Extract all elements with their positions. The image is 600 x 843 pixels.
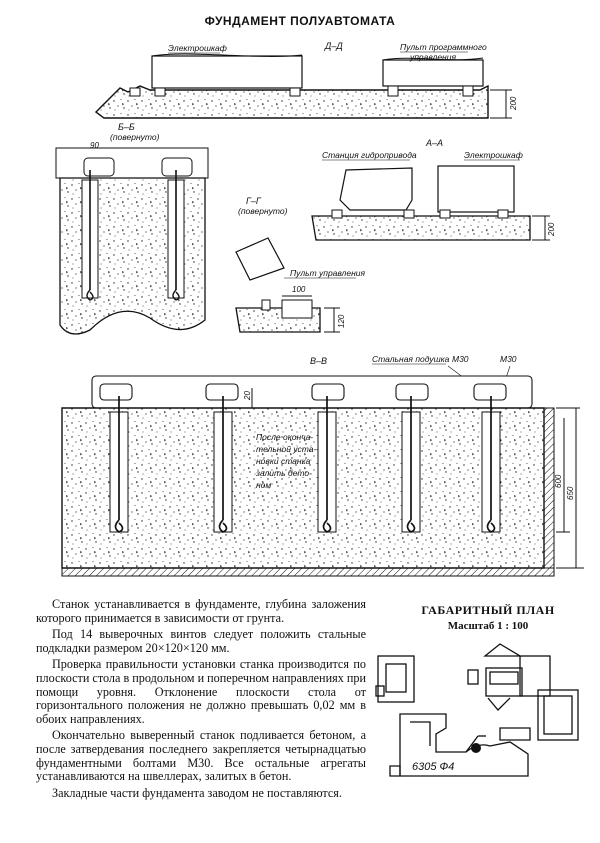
- dd-cabinet-label: Электрошкаф: [168, 43, 227, 53]
- section-dd: Электрошкаф Д–Д Пульт программного управ…: [94, 41, 518, 119]
- aa-cabinet-label: Электрошкаф: [464, 150, 523, 160]
- dd-panel-label-2: управления: [409, 52, 456, 62]
- section-bb: Б–Б (повернуто) 90: [55, 122, 209, 335]
- plan-scale: Масштаб 1 : 100: [447, 620, 529, 632]
- bb-section-label: Б–Б: [118, 122, 135, 132]
- dd-panel-label-1: Пульт программного: [400, 42, 487, 52]
- section-vv: В–В Стальная подушка М30 М30: [61, 354, 584, 577]
- paragraph-1: Станок устанавливается в фундаменте, глу…: [36, 597, 366, 625]
- vv-bolt-label-2: М30: [500, 354, 517, 364]
- vv-dim-600: 600: [554, 474, 563, 488]
- gg-dim-120: 120: [337, 314, 346, 328]
- bb-rotated-note: (повернуто): [110, 132, 160, 142]
- gg-section-label: Г–Г: [246, 196, 262, 206]
- overall-plan-drawing: 6305 Ф4: [375, 643, 579, 777]
- vv-dim-650: 650: [566, 486, 575, 500]
- aa-section-label: А–А: [425, 138, 443, 148]
- bb-dim-90: 90: [90, 141, 99, 150]
- installation-text: Станок устанавливается в фундаменте, глу…: [36, 597, 366, 803]
- vv-pad-label: Стальная подушка: [372, 354, 450, 364]
- vv-bolt-label-1: М30: [452, 354, 469, 364]
- section-aa: А–А Станция гидропривода Электрошкаф 200: [311, 138, 556, 241]
- paragraph-5: Закладные части фундамента заводом не по…: [52, 785, 342, 800]
- gg-panel-label: Пульт управления: [290, 268, 365, 278]
- svg-text:тельной уста-: тельной уста-: [256, 444, 316, 454]
- vv-concrete-note: После оконча- тельной уста- новки станка…: [255, 432, 316, 490]
- paragraph-4: Окончательно выверенный станок подливает…: [36, 728, 366, 784]
- gg-rotated-note: (повернуто): [238, 206, 288, 216]
- svg-text:новки станка: новки станка: [256, 456, 311, 466]
- vv-dim-20: 20: [243, 391, 252, 401]
- aa-station-label: Станция гидропривода: [322, 150, 417, 160]
- foundation-drawings: Электрошкаф Д–Д Пульт программного управ…: [55, 41, 584, 577]
- paragraph-3: Проверка правильности установки станка п…: [36, 657, 366, 726]
- aa-dim-200: 200: [547, 222, 556, 237]
- paragraph-2: Под 14 выверочных винтов следует положит…: [36, 627, 366, 655]
- plan-model-label: 6305 Ф4: [412, 761, 454, 773]
- dd-dim-200: 200: [509, 96, 518, 111]
- vv-section-label: В–В: [310, 356, 327, 366]
- page-title: ФУНДАМЕНТ ПОЛУАВТОМАТА: [204, 14, 396, 28]
- dd-section-label: Д–Д: [324, 41, 343, 51]
- svg-text:ном: ном: [256, 480, 271, 490]
- gg-dim-100: 100: [292, 285, 306, 294]
- svg-text:залить бето-: залить бето-: [255, 468, 312, 478]
- svg-text:После оконча-: После оконча-: [256, 432, 313, 442]
- section-gg: Г–Г (повернуто) Пульт управления 100 120: [235, 196, 365, 333]
- plan-title: ГАБАРИТНЫЙ ПЛАН: [421, 603, 555, 617]
